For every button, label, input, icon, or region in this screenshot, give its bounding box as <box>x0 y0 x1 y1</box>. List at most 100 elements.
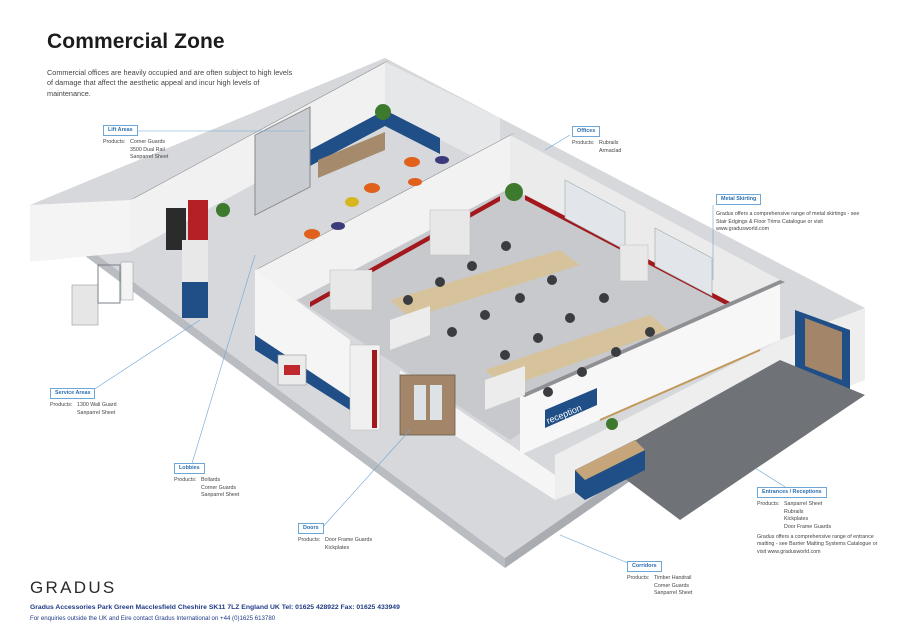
filing-cabinet-3 <box>619 244 649 282</box>
office-chair <box>447 327 457 337</box>
sofa <box>318 132 385 178</box>
callout-tag: Service Areas <box>50 388 96 400</box>
lounge-chair <box>404 157 420 167</box>
lounge-chair <box>304 229 320 239</box>
products-label: Products: <box>572 140 595 147</box>
callout-doors: Doors Products: Door Frame Guards Kickpl… <box>298 523 372 552</box>
trolley-lobby-red <box>284 365 300 375</box>
plant-icon <box>375 104 391 120</box>
wall-office-right <box>510 135 780 332</box>
callout-tag: Entrances / Receptions <box>757 487 827 499</box>
wall-office-back-top <box>255 133 515 270</box>
reception-desk-top <box>575 440 645 480</box>
product-item: Kickplates <box>325 544 350 551</box>
desk-cluster-2 <box>485 315 668 388</box>
plant-icon <box>505 183 523 201</box>
international-enquiries: For enquiries outside the UK and Eire co… <box>30 615 276 622</box>
lounge-chair <box>331 222 345 230</box>
products-label: Products: <box>298 537 321 544</box>
intro-text: Commercial offices are heavily occupied … <box>47 68 293 98</box>
product-item: Sanparrel Sheet <box>130 154 169 161</box>
wall-back-right <box>385 62 500 170</box>
callout-tag: Doors <box>298 523 324 535</box>
callout-note: Gradus offers a comprehensive range of m… <box>716 211 860 233</box>
wall-front-left <box>255 270 350 410</box>
product-item: Kickplates <box>784 516 809 523</box>
products-label: Products: <box>174 477 197 484</box>
office-chairs <box>403 241 655 397</box>
leader-line <box>189 254 256 471</box>
plant-icon <box>216 203 230 217</box>
wall-blue-band-right <box>385 110 440 154</box>
wall-reception <box>520 280 780 455</box>
company-address: Gradus Accessories Park Green Macclesfie… <box>30 604 400 611</box>
office-chair <box>515 293 525 303</box>
product-item: Corner Guards <box>201 484 237 491</box>
filing-cabinet-1 <box>329 269 373 311</box>
lobby-door <box>399 374 456 436</box>
callout-tag: Lift Areas <box>103 125 138 137</box>
callout-note: Gradus offers a comprehensive range of e… <box>757 534 878 555</box>
office-chair <box>403 295 413 305</box>
leader-line <box>319 429 411 531</box>
product-item: Sanparrel Sheet <box>77 409 116 416</box>
wall-service <box>30 200 130 262</box>
callout-tag: Metal Skirting <box>716 194 762 206</box>
wall-blue-band-back <box>310 110 385 166</box>
floor-slab-front <box>30 205 505 568</box>
product-item: Rubrails <box>784 508 804 515</box>
office-chair <box>547 275 557 285</box>
product-item: Bollards <box>201 477 221 484</box>
desk-cluster-1 <box>390 250 580 318</box>
lounge-chairs <box>304 156 449 239</box>
leader-line <box>559 534 641 569</box>
product-item: Corner Guards <box>654 582 690 589</box>
product-item: Armaclad <box>599 147 622 154</box>
plant-icon <box>606 418 618 430</box>
vending-machine <box>166 208 186 250</box>
product-item: Sanparrel Sheet <box>784 501 823 508</box>
callout-offices: Offices Products: Rubrails Armaclad <box>572 126 621 155</box>
products-label: Products: <box>50 402 73 409</box>
products-label: Products: <box>757 501 780 508</box>
corner-column-red <box>372 350 377 428</box>
timber-handrail <box>599 349 761 421</box>
wall-office-back <box>255 135 510 322</box>
reception-sign-bg <box>545 388 597 428</box>
callout-corridors: Corridors Products: Timber Handrail Corn… <box>627 561 692 598</box>
lounge-chair <box>345 197 359 207</box>
lift-door <box>254 106 311 216</box>
entrance-matting <box>600 360 865 520</box>
gradus-logo: GRADUS <box>30 578 117 597</box>
office-chair <box>611 347 621 357</box>
callout-tag: Offices <box>572 126 601 138</box>
callout-lift-areas: Lift Areas Products: Corner Guards 3500 … <box>103 125 168 162</box>
photocopier <box>71 284 99 326</box>
product-item: Timber Handrail <box>654 575 692 582</box>
office-chair <box>543 387 553 397</box>
product-item: Sanparrel Sheet <box>201 492 240 499</box>
lobby-door-glass <box>414 385 426 420</box>
office-chair <box>500 350 510 360</box>
callout-entrances-receptions: Entrances / Receptions Products: Sanparr… <box>757 487 885 556</box>
lounge-chair <box>364 183 380 193</box>
office-chair <box>435 277 445 287</box>
office-chair <box>565 313 575 323</box>
product-item: 3500 Dual Rail <box>130 146 165 153</box>
products-label: Products: <box>103 139 126 146</box>
office-chair <box>480 310 490 320</box>
office-chair <box>533 333 543 343</box>
desk-pedestal-2 <box>485 366 525 410</box>
column-blue-base <box>182 282 208 318</box>
office-chair <box>467 261 477 271</box>
double-door-right-leaf <box>805 318 842 380</box>
callout-leader-lines <box>89 130 791 569</box>
wall-back-left-top <box>130 60 390 200</box>
product-item: Door Frame Guards <box>784 523 832 530</box>
leader-line <box>754 467 791 491</box>
product-item: Rubrails <box>599 140 619 147</box>
callout-tag: Lobbies <box>174 463 205 475</box>
desk-pedestal-1 <box>390 306 430 350</box>
office-chair <box>599 293 609 303</box>
